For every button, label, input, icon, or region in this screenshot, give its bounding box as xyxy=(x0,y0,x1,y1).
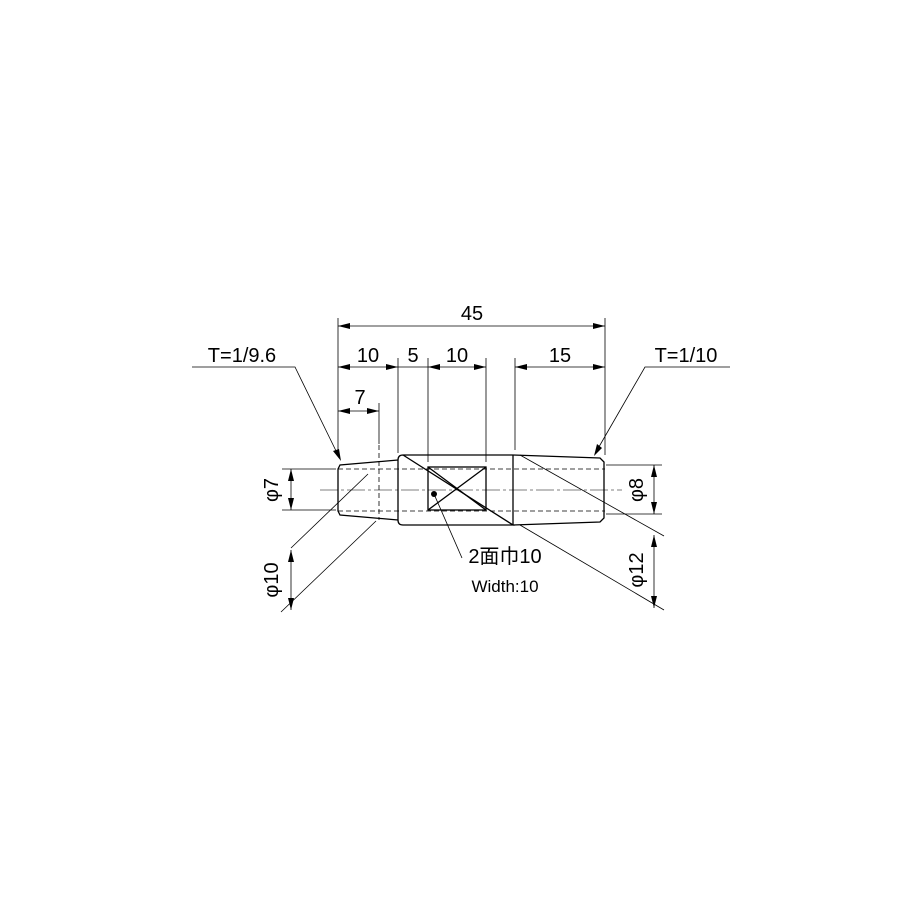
dim-right-inner-diameter: φ8 xyxy=(626,478,648,502)
flats-label-jp: 2面巾10 xyxy=(468,545,541,568)
dim-left-outer-diameter: φ10 xyxy=(261,562,283,597)
dim-right-outer-diameter: φ12 xyxy=(626,552,648,587)
flats-label-en: Width:10 xyxy=(471,577,538,596)
hidden-lines xyxy=(320,445,622,520)
dimension-lines xyxy=(192,323,730,613)
dim-overall-length: 45 xyxy=(461,303,483,325)
dim-seg-gap: 5 xyxy=(407,345,418,367)
dim-left-inner-diameter: φ7 xyxy=(261,478,283,502)
taper-left-label: T=1/9.6 xyxy=(208,345,276,367)
dim-seg-right: 15 xyxy=(549,345,571,367)
dim-seg-left: 10 xyxy=(357,345,379,367)
dim-left-short: 7 xyxy=(354,387,365,409)
extension-lines xyxy=(282,318,662,515)
dim-seg-square: 10 xyxy=(446,345,468,367)
taper-right-label: T=1/10 xyxy=(655,345,718,367)
